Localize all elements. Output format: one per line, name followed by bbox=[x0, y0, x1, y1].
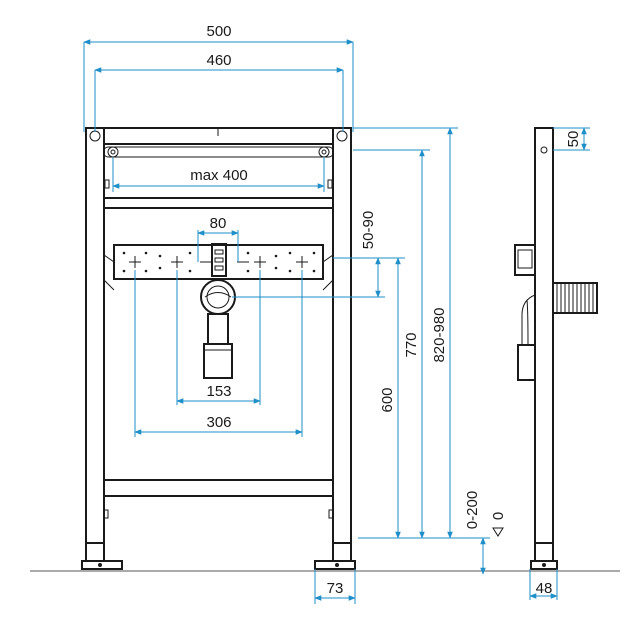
floor-level-symbol bbox=[492, 527, 504, 537]
dim-50-90: 50-90 bbox=[360, 211, 377, 249]
dimension-labels: 500 460 max 400 80 153 306 50-90 600 770… bbox=[190, 23, 582, 597]
dim-max-400: max 400 bbox=[190, 167, 248, 184]
dim-73: 73 bbox=[327, 580, 344, 597]
mounting-plate bbox=[103, 243, 334, 291]
dim-770: 770 bbox=[403, 332, 420, 357]
dim-48: 48 bbox=[536, 580, 553, 597]
dim-500: 500 bbox=[206, 23, 231, 40]
dim-600: 600 bbox=[379, 387, 396, 412]
front-frame bbox=[81, 127, 356, 570]
dim-zero: 0 bbox=[490, 512, 507, 520]
dim-50: 50 bbox=[565, 131, 582, 148]
dim-820-980: 820-980 bbox=[431, 307, 448, 362]
dim-460: 460 bbox=[206, 52, 231, 69]
dim-0-200: 0-200 bbox=[464, 491, 481, 529]
dim-80: 80 bbox=[210, 215, 227, 232]
side-frame bbox=[514, 127, 598, 570]
dimension-lines bbox=[83, 39, 590, 604]
dim-306: 306 bbox=[206, 414, 231, 431]
drain-pipe bbox=[200, 279, 236, 379]
dim-153: 153 bbox=[206, 383, 231, 400]
